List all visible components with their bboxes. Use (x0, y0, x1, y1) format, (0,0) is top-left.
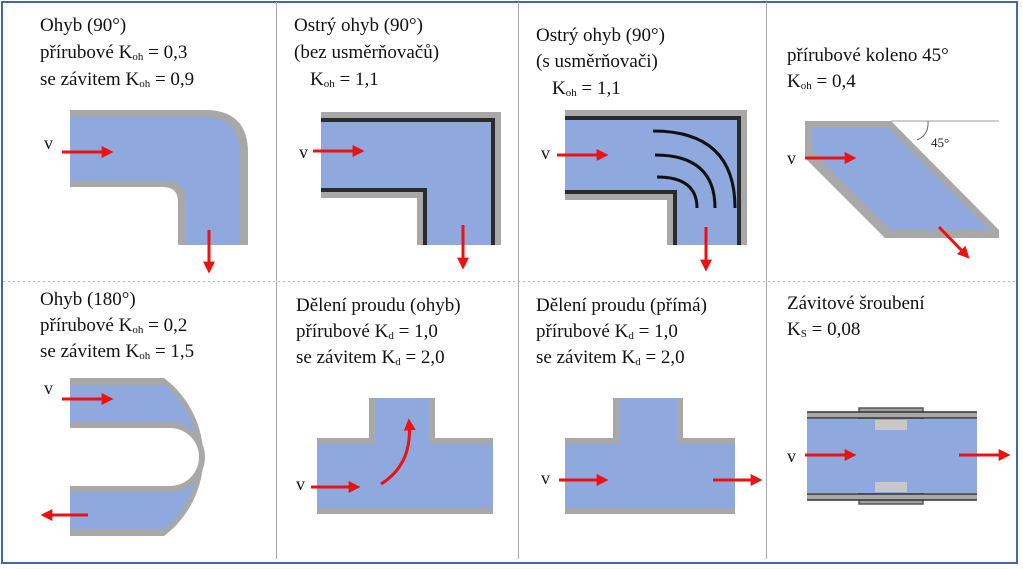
threaded-union-pipe (805, 407, 1011, 505)
velocity-label: v (44, 378, 53, 398)
angle-label: 45° (931, 135, 949, 150)
cell-elbow-45: přírubové koleno 45° Koh = 0,4 v 45° (767, 0, 1017, 270)
cell-title: Ostrý ohyb (90°) (536, 25, 665, 46)
velocity-label: v (44, 133, 53, 153)
velocity-label: v (787, 446, 796, 466)
cell-coef-line3: se závitem Kd = 2,0 (296, 347, 445, 368)
cell-title: přírubové koleno 45° (787, 45, 949, 66)
velocity-label: v (787, 148, 796, 168)
tee-branch-pipe (311, 398, 493, 514)
cell-bend-90: Ohyb (90°) přírubové Koh = 0,3 se závite… (0, 0, 250, 274)
cell-coef-line3: Koh = 1,1 (552, 78, 621, 99)
cell-threaded-union: Závitové šroubení KS = 0,08 v (767, 282, 1017, 552)
cell-title: Závitové šroubení (787, 293, 925, 314)
branch-arrow (380, 418, 416, 486)
outflow-arrow (937, 225, 970, 259)
cell-coef-line3: Koh = 1,1 (310, 69, 379, 90)
cell-coef-line2: Koh = 0,4 (787, 71, 856, 92)
cell-title: Dělení proudu (ohyb) (296, 295, 461, 316)
column-divider-3 (766, 2, 767, 559)
cell-subtitle: (bez usměrňovačů) (294, 42, 440, 63)
cell-title: Ostrý ohyb (90°) (294, 15, 423, 36)
cell-bend-180: Ohyb (180°) přírubové Koh = 0,2 se závit… (0, 282, 250, 552)
column-divider-2 (518, 2, 519, 559)
tee-straight-pipe (559, 398, 763, 514)
sharp-bend-vanes-pipe (557, 110, 747, 272)
cell-tee-branch: Dělení proudu (ohyb) přírubové Kd = 1,0 … (277, 282, 527, 552)
velocity-label: v (541, 468, 550, 488)
elbow-45-pipe: 45° (805, 120, 999, 259)
cell-tee-straight: Dělení proudu (přímá) přírubové Kd = 1,0… (519, 282, 769, 552)
cell-coef-line3: se závitem Kd = 2,0 (536, 347, 685, 368)
cell-coef-line2: přírubové Koh = 0,2 (40, 315, 188, 336)
column-divider-1 (276, 2, 277, 559)
cell-title: Ohyb (90°) (40, 15, 127, 36)
cell-coef-line3: se závitem Koh = 0,9 (40, 69, 195, 90)
velocity-label: v (296, 474, 305, 494)
row-divider (3, 281, 1016, 282)
bend-90-pipe (62, 110, 248, 274)
cell-title: Dělení proudu (přímá) (536, 295, 707, 316)
cell-coef-line3: se závitem Koh = 1,5 (40, 341, 195, 362)
angle-arc (916, 120, 929, 141)
cell-sharp-bend-without-vanes: Ostrý ohyb (90°) (bez usměrňovačů) Koh =… (277, 0, 527, 270)
cell-coef-line2: KS = 0,08 (787, 319, 861, 340)
velocity-label: v (541, 143, 550, 163)
cell-coef-line2: přírubové Kd = 1,0 (536, 321, 678, 342)
velocity-label: v (299, 142, 308, 162)
cell-coef-line2: přírubové Koh = 0,3 (40, 42, 188, 63)
sharp-bend-pipe (313, 112, 501, 270)
bend-180-pipe (40, 378, 205, 536)
turning-vanes (652, 129, 737, 209)
cell-subtitle: (s usměrňovači) (536, 51, 658, 72)
cell-coef-line2: přírubové Kd = 1,0 (296, 321, 438, 342)
cell-title: Ohyb (180°) (40, 289, 136, 310)
cell-sharp-bend-with-vanes: Ostrý ohyb (90°) (s usměrňovači) Koh = 1… (519, 0, 769, 272)
